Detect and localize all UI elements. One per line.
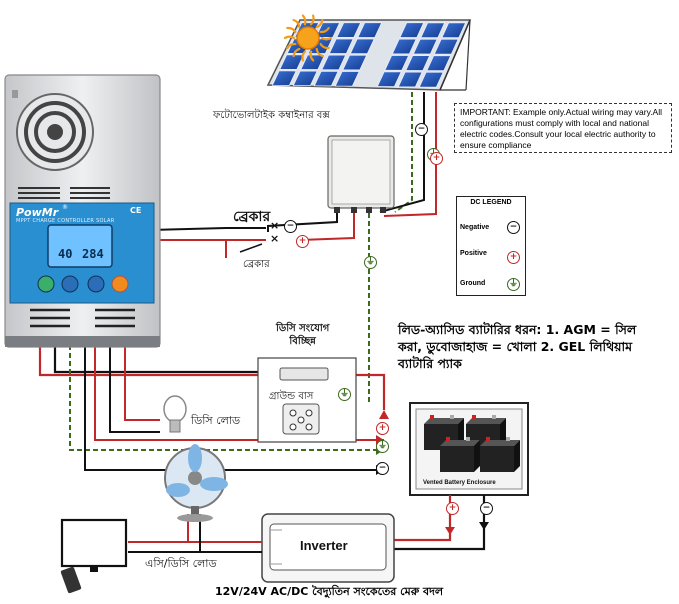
solar-cell (441, 22, 467, 39)
solar-cell (279, 54, 305, 70)
charge-controller (4, 74, 161, 348)
dc-disconnect-label: ডিসি সংযোগ বিচ্ছিন্ন (276, 323, 330, 347)
ground-wire-panel (394, 92, 413, 213)
battery-icon (440, 437, 480, 472)
controller-brand: PowMr (16, 206, 59, 219)
ground-symbol-icon: ⏚ (364, 256, 377, 269)
breaker-contact-icon: × (270, 232, 280, 245)
legend-positive: Positive (460, 250, 487, 257)
lcd-right-value: 284 (82, 247, 104, 261)
positive-symbol-icon: + (376, 422, 389, 435)
solar-cell (292, 70, 318, 87)
solar-panel-array (266, 19, 472, 91)
solar-cell (384, 55, 410, 71)
legend-ground: Ground (460, 280, 486, 287)
breaker-contact-icon: × (270, 219, 280, 232)
ground-symbol-icon: ⏚ (376, 440, 389, 453)
sun-ray (301, 50, 306, 62)
legend-negative: Negative (460, 224, 490, 231)
negative-wire-battery-out (53, 345, 280, 374)
solar-cell (412, 38, 438, 55)
bottom-caption: 12V/24V AC/DC বৈদ্যুতিন সংকেতের মেরু বদল (215, 585, 444, 598)
negative-symbol-icon: − (284, 220, 297, 233)
light-bulb-icon (163, 395, 187, 433)
solar-cell (349, 38, 375, 55)
positive-wire-panel (383, 92, 437, 217)
solar-cell (376, 71, 402, 88)
sun-ray (283, 35, 296, 40)
combiner-box-label: ফটোভোলটাইক কম্বাইনার বক্স (213, 110, 330, 121)
ground-bus-label: গ্রাউন্ড বাস (269, 391, 314, 402)
combiner-box (327, 135, 395, 213)
solar-cell (405, 55, 431, 71)
inverter-unit (261, 513, 395, 583)
sun-ray (301, 14, 307, 26)
sun-ray (320, 36, 333, 41)
ground-symbol-icon: ⏚ (338, 388, 351, 401)
positive-wire-combiner (299, 213, 355, 241)
solar-cell (271, 70, 297, 86)
ground-symbol-icon: ⏚ (507, 278, 520, 291)
sun-ray (310, 14, 315, 26)
negative-symbol-icon: − (415, 123, 428, 136)
positive-symbol-icon: + (296, 235, 309, 248)
tv-icon (60, 518, 128, 594)
battery-type-note: লিড-অ্যাসিড ব্যাটারির ধরন: 1. AGM = সিল … (398, 322, 637, 371)
legend-title: DC LEGEND (470, 199, 512, 206)
solar-cell (391, 38, 417, 55)
solar-cell (313, 70, 339, 87)
negative-symbol-icon: − (376, 462, 389, 475)
sun-ray (315, 47, 324, 58)
battery-icon (480, 437, 520, 472)
ac-dc-load-label: এসি/ডিসি লোড (145, 557, 217, 570)
solar-cell (426, 55, 452, 72)
solar-cell (321, 54, 347, 71)
sun-ray (292, 18, 301, 29)
button-green (37, 275, 55, 293)
positive-symbol-icon: + (430, 152, 443, 165)
negative-symbol-icon: − (507, 221, 520, 234)
sun-ray (319, 42, 330, 50)
sun-ray (309, 50, 315, 62)
solar-cell (397, 71, 423, 88)
sun-icon (283, 14, 333, 62)
positive-symbol-icon: + (446, 502, 459, 515)
breaker-label-top: ব্রেকার (233, 209, 271, 225)
positive-symbol-icon: + (507, 251, 520, 264)
solar-cell (334, 70, 360, 87)
battery-enclosure (409, 402, 529, 496)
solar-cell (328, 38, 354, 54)
sun-ray (292, 47, 301, 58)
sun-ray (286, 26, 297, 34)
fan-icon (164, 444, 228, 522)
lcd-left-value: 40 (58, 247, 73, 261)
sun-ray (286, 42, 297, 50)
solar-cell (420, 22, 446, 39)
controller-model-text: MPPT CHARGE CONTROLLER SOLAR (16, 218, 115, 224)
positive-wire-battery-out (38, 345, 280, 377)
breaker (226, 227, 266, 253)
dc-load-label: ডিসি লোড (191, 414, 241, 427)
breaker-label-bottom: ব্রেকার (243, 259, 270, 270)
solar-cell (336, 22, 362, 38)
sun-ray (315, 18, 324, 29)
dc-disconnect-box (257, 357, 357, 443)
battery-enclosure-label: Vented Battery Enclosure (423, 480, 496, 486)
sun-ray (319, 26, 330, 34)
solar-cell (418, 71, 444, 88)
brand-mark: ® (62, 204, 68, 211)
ce-mark: CE (130, 206, 142, 215)
lcd-screen (47, 224, 113, 268)
solar-cell (357, 22, 383, 38)
solar-cell (433, 38, 459, 55)
negative-wire-combiner (267, 213, 338, 232)
important-note: IMPORTANT: Example only.Actual wiring ma… (454, 103, 672, 153)
negative-symbol-icon: − (480, 502, 493, 515)
solar-cell (342, 54, 368, 71)
inverter-label: Inverter (300, 538, 348, 553)
solar-cell (399, 22, 425, 38)
controller-vents (18, 187, 110, 199)
